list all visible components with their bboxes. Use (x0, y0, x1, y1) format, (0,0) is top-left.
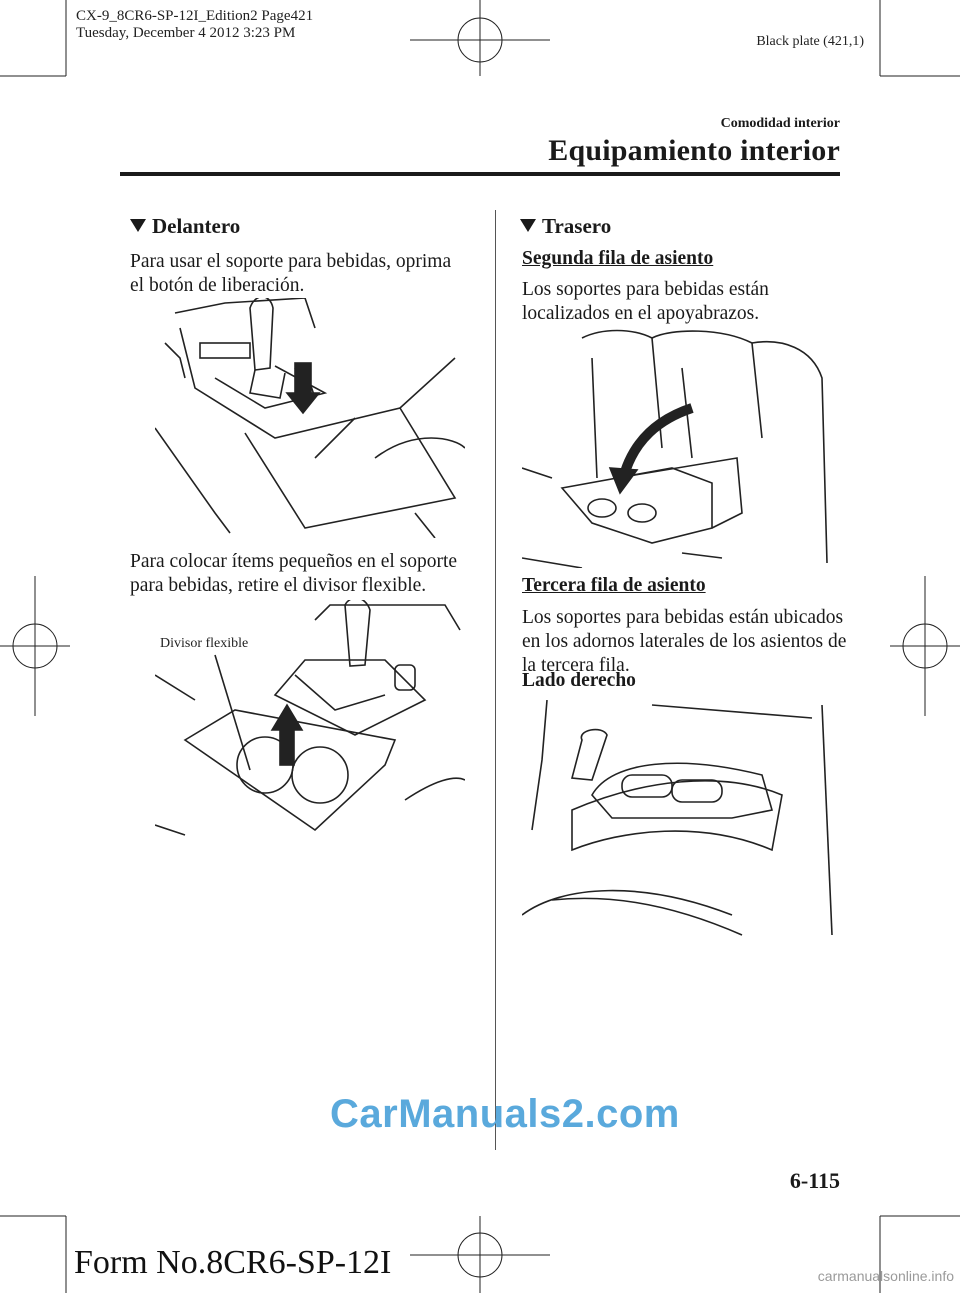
subheading-third-row: Tercera fila de asiento (522, 575, 706, 596)
front-para-2: Para colocar ítems pequeños en el soport… (130, 551, 458, 596)
page-number: 6-115 (789, 1168, 840, 1193)
header-rule (120, 172, 840, 176)
triangle-bullet-icon (130, 219, 146, 232)
section-title: Equipamiento interior (548, 134, 840, 167)
subheading-second-row: Segunda fila de asiento (522, 248, 714, 269)
label-right-side: Lado derecho (522, 670, 636, 691)
front-para-1: Para usar el soporte para bebidas, oprim… (130, 251, 452, 296)
plate-label: Black plate (421,1) (756, 34, 864, 49)
callout-flexible-divider: Divisor flexible (160, 636, 249, 651)
rear-para-1: Los soportes para bebidas están localiza… (522, 279, 769, 324)
front-cupholder-illustration (155, 298, 465, 538)
print-meta: CX-9_8CR6-SP-12I_Edition2 Page421 Tuesda… (76, 8, 313, 42)
third-row-side-trim-illustration (522, 700, 842, 940)
site-footer: carmanualsonline.info (817, 1268, 954, 1284)
watermark-logo: CarManuals2.com (330, 1092, 680, 1136)
second-row-armrest-illustration (522, 328, 842, 568)
form-number: Form No.8CR6-SP-12I (74, 1244, 392, 1281)
column-divider (495, 210, 496, 1150)
rear-para-2: Los soportes para bebidas están ubicados… (522, 607, 847, 676)
section-subtitle: Comodidad interior (720, 116, 840, 131)
heading-rear: Trasero (520, 214, 611, 239)
print-meta-line1: CX-9_8CR6-SP-12I_Edition2 Page421 (76, 8, 314, 24)
front-divider-illustration (155, 600, 465, 840)
triangle-bullet-icon (520, 219, 536, 232)
heading-front: Delantero (130, 214, 240, 239)
print-meta-line2: Tuesday, December 4 2012 3:23 PM (76, 25, 296, 41)
